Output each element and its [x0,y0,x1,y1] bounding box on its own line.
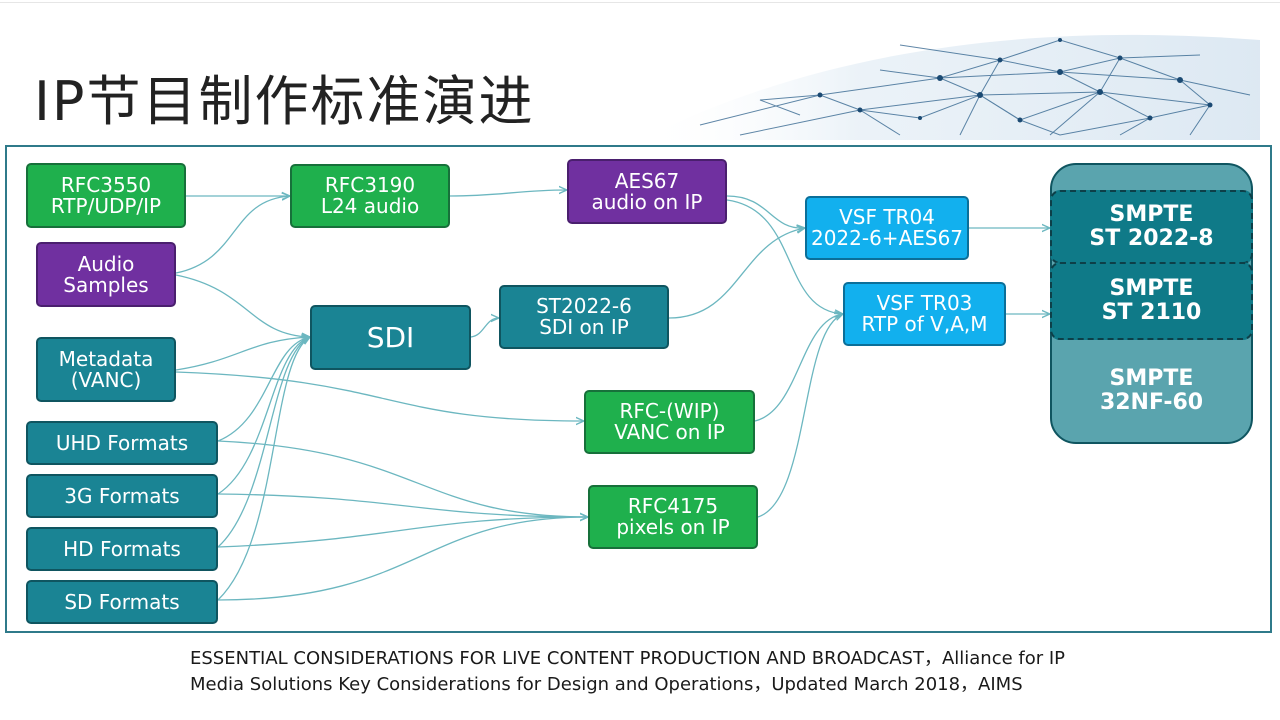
node-sdi: SDI [310,305,471,370]
node-metadata-vanc: Metadata(VANC) [36,337,176,402]
source-citation: ESSENTIAL CONSIDERATIONS FOR LIVE CONTEN… [190,646,1150,698]
node-rfc-wip: RFC-(WIP)VANC on IP [584,390,755,454]
page-title: IP节目制作标准演进 [34,70,535,133]
node-3g-formats: 3G Formats [26,474,218,518]
node-sd-formats: SD Formats [26,580,218,624]
top-divider [0,2,1280,3]
node-uhd-formats: UHD Formats [26,421,218,465]
node-hd-formats: HD Formats [26,527,218,571]
citation-line-1: ESSENTIAL CONSIDERATIONS FOR LIVE CONTEN… [190,648,1066,669]
network-mesh-graphic [640,34,1260,140]
citation-line-2: Media Solutions Key Considerations for D… [190,674,1023,696]
